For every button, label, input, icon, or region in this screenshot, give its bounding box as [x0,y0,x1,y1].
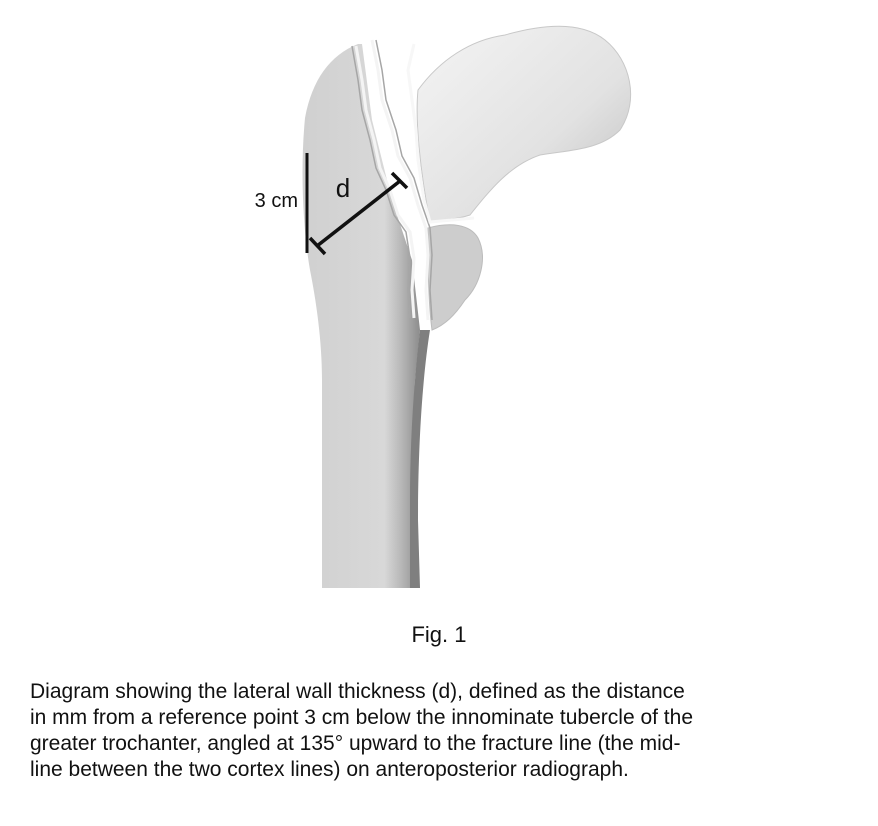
figure-caption: Diagram showing the lateral wall thickne… [30,679,860,783]
distance-d-label: d [336,173,350,203]
neck-fracture-gap [406,43,475,224]
distance-d-cap-lower [308,236,327,256]
femur-fracture-diagram: 3 cm d [255,25,632,588]
fracture-outline-medial [375,39,433,321]
caption-line: greater trochanter, angled at 135° upwar… [30,732,681,755]
distance-d-cap-upper [390,171,409,190]
caption-line: in mm from a reference point 3 cm below … [30,706,693,729]
reference-3cm-label: 3 cm [255,190,298,212]
caption-line: line between the two cortex lines) on an… [30,758,629,781]
distance-d-line [315,179,402,248]
caption-line: Diagram showing the lateral wall thickne… [30,680,685,703]
lesser-trochanter [427,224,483,331]
figure-number: Fig. 1 [411,622,467,647]
femoral-head [416,25,632,223]
femur-shaft [302,44,420,588]
fracture-line-medial [370,39,430,321]
medial-cortex-shadow [410,330,430,588]
